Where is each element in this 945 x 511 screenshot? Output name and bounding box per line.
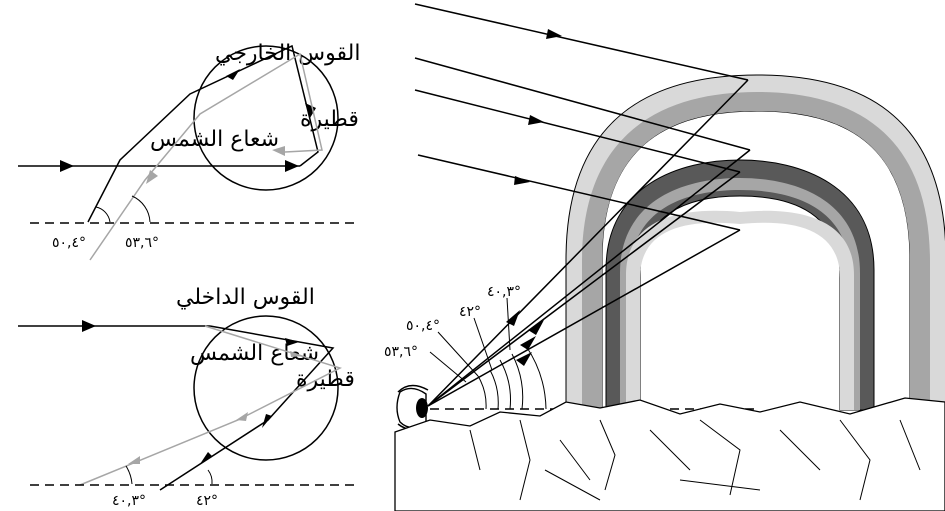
incoming-ray-3: [414, 89, 741, 173]
ray-arrow-top-2: [285, 160, 299, 172]
angle-arc-black-bottom: [207, 469, 213, 485]
rainbow-angle-40-3: ٤٠,٣°: [487, 284, 521, 300]
rainbow-angle-42: ٤٢°: [459, 304, 481, 320]
sun-ray-label-bottom: شعاع الشمس: [190, 341, 319, 366]
gray-ray-path-bottom: [79, 325, 342, 486]
leader-42: [473, 317, 493, 371]
reflected-arrow-1: [506, 310, 520, 326]
gray-arrow-3-bottom: [128, 456, 140, 464]
reflected-ray-2: [427, 149, 751, 407]
black-ray-path-bottom: [159, 325, 335, 491]
leader-40-3: [506, 297, 511, 351]
primary-bow-light-band: [626, 210, 854, 410]
incoming-arrow-4: [514, 176, 530, 185]
angle-arc-gray-top: [131, 195, 151, 223]
black-arrow-1-bottom: [285, 338, 299, 346]
droplet-circle-bottom: [193, 315, 339, 461]
black-arrow-3-bottom: [200, 452, 212, 464]
ray-arrow-bottom-1: [82, 320, 96, 332]
outer-arc-diagram: القوس الخارجي شعاع الشمس قطيرة ٥٠,٤° ٥٣,…: [18, 41, 360, 261]
outer-arc-title: القوس الخارجي: [215, 41, 360, 66]
inner-arc-diagram: القوس الداخلي شعاع الشمس قطيرة ٤٠,٣° ٤٢°: [18, 285, 355, 509]
black-arrow-2-bottom: [262, 414, 272, 428]
black-arrow-up-top: [305, 103, 316, 118]
droplet-label-bottom: قطيرة: [296, 367, 355, 392]
primary-bow-dark-band: [605, 159, 875, 411]
angle-label-50-4: ٥٠,٤°: [52, 235, 86, 251]
angle-arc-gray-bottom: [125, 465, 133, 485]
leader-50-4: [437, 331, 479, 377]
gray-ray-path-top: [89, 52, 323, 261]
eye-icon: [396, 384, 429, 431]
angle-label-42-bottom: ٤٢°: [196, 493, 218, 509]
eye-angle-arc-2: [489, 369, 499, 410]
eye-angle-arc-3: [499, 359, 511, 410]
reflected-arrow-4: [516, 352, 532, 366]
incoming-arrow-3: [528, 115, 544, 125]
incoming-arrow-1: [546, 29, 562, 39]
secondary-bow-light-band: [565, 74, 945, 411]
rock-texture-lines: [469, 419, 921, 501]
angle-arc-black-top: [95, 206, 111, 223]
rainbow-angle-53-6: ٥٣,٦°: [384, 344, 418, 360]
reflected-arrow-3: [520, 336, 536, 350]
ray-arrow-top-1: [60, 160, 74, 172]
reflected-ray-4: [427, 229, 741, 407]
rainbow-angle-50-4: ٥٠,٤°: [406, 318, 440, 334]
reflected-ray-1: [427, 79, 749, 407]
droplet-circle-top: [193, 45, 339, 191]
eye-angle-arc-4: [511, 353, 524, 410]
inner-arc-title: القوس الداخلي: [176, 285, 315, 310]
gray-arrow-2-top: [146, 170, 158, 184]
sun-ray-label-top: شعاع الشمس: [150, 127, 279, 152]
reflected-ray-3: [427, 171, 741, 407]
black-ray-path-top: [87, 44, 319, 223]
incoming-ray-4: [417, 154, 741, 231]
gray-arrow-1-bottom: [290, 351, 304, 357]
gray-arrow-2-bottom: [236, 412, 248, 421]
eye-angle-arc-1: [477, 375, 487, 410]
black-arrow-left-top: [226, 69, 240, 80]
ground-rocks: [394, 397, 945, 511]
gray-arrow-1-top: [272, 146, 285, 156]
eye-angle-arc-5: [525, 345, 547, 410]
angle-label-40-3-bottom: ٤٠,٣°: [112, 493, 146, 509]
reflected-arrow-2: [528, 320, 544, 335]
leader-53-6: [429, 351, 467, 383]
rainbow-diagram: ٤٠,٣° ٤٢° ٥٠,٤° ٥٣,٦°: [384, 3, 945, 511]
angle-label-53-6-top: ٥٣,٦°: [125, 235, 159, 251]
incoming-ray-1: [414, 3, 749, 81]
